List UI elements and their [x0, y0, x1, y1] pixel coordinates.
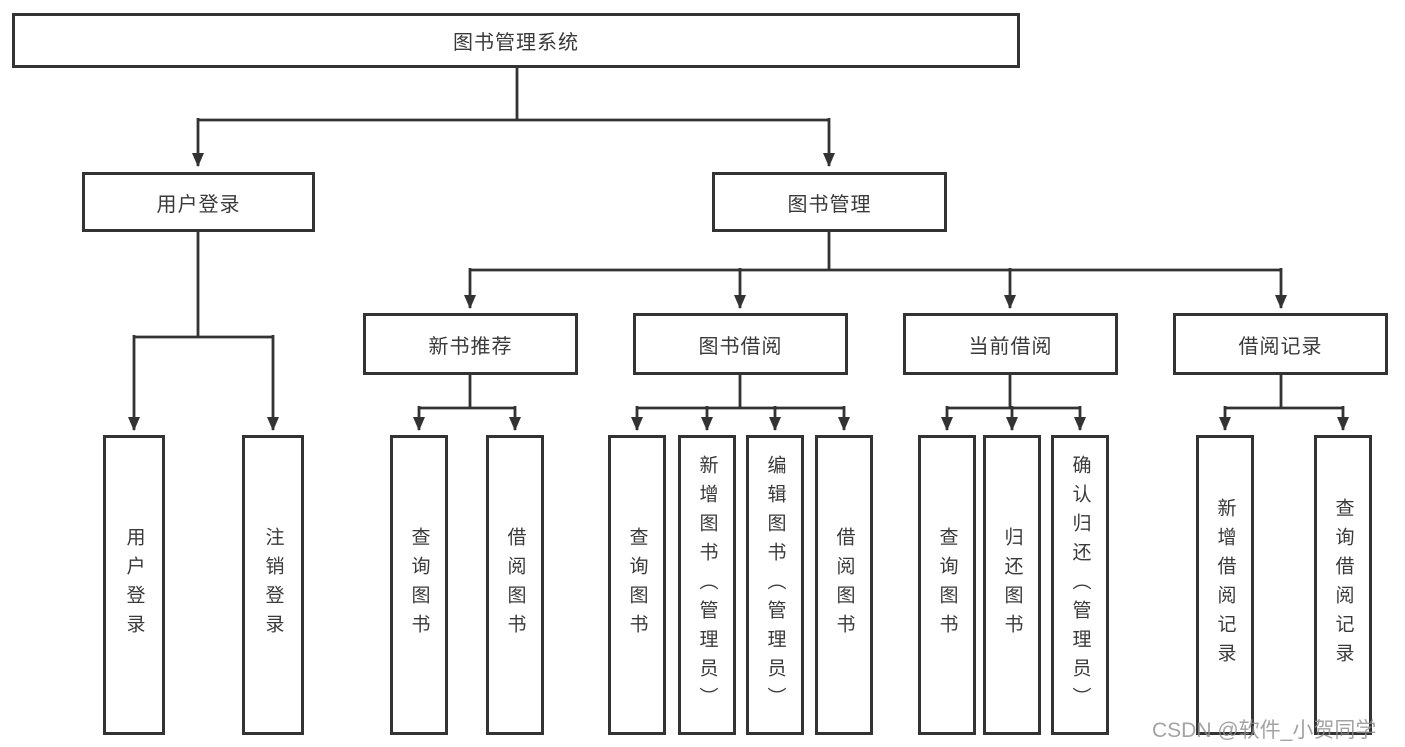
leaf-user-login: 用户登录	[103, 435, 165, 735]
leaf-query-book-3-label: 查询图书	[936, 527, 958, 643]
leaf-user-login-label: 用户登录	[123, 527, 145, 643]
leaf-add-borrow-record-label: 新增借阅记录	[1214, 498, 1236, 672]
leaf-logout-label: 注销登录	[262, 527, 284, 643]
leaf-add-book-admin: 新增图书（管理员）	[678, 435, 736, 735]
leaf-borrow-book-1-label: 借阅图书	[504, 527, 526, 643]
node-user-login-label: 用户登录	[156, 193, 241, 216]
node-user-login: 用户登录	[82, 172, 315, 232]
leaf-query-book-2-label: 查询图书	[626, 527, 648, 643]
node-root: 图书管理系统	[12, 13, 1020, 68]
leaf-return-book-label: 归还图书	[1001, 527, 1023, 643]
node-borrow-record-label: 借阅记录	[1238, 335, 1323, 358]
leaf-edit-book-admin-label: 编辑图书（管理员）	[764, 454, 786, 716]
node-book-borrow-label: 图书借阅	[698, 335, 783, 358]
node-new-book-recommend: 新书推荐	[363, 313, 578, 375]
leaf-add-borrow-record: 新增借阅记录	[1196, 435, 1254, 735]
leaf-confirm-return-admin-label: 确认归还（管理员）	[1069, 454, 1091, 716]
leaf-logout: 注销登录	[242, 435, 304, 735]
leaf-borrow-book-2-label: 借阅图书	[833, 527, 855, 643]
node-book-borrow: 图书借阅	[633, 313, 848, 375]
leaf-add-book-admin-label: 新增图书（管理员）	[696, 454, 718, 716]
leaf-borrow-book-1: 借阅图书	[486, 435, 544, 735]
leaf-borrow-book-2: 借阅图书	[815, 435, 873, 735]
leaf-query-book-1: 查询图书	[390, 435, 448, 735]
node-book-management: 图书管理	[712, 172, 947, 232]
leaf-query-book-2: 查询图书	[608, 435, 666, 735]
leaf-query-book-1-label: 查询图书	[408, 527, 430, 643]
node-borrow-record: 借阅记录	[1173, 313, 1388, 375]
leaf-edit-book-admin: 编辑图书（管理员）	[746, 435, 804, 735]
leaf-query-borrow-record-label: 查询借阅记录	[1332, 498, 1354, 672]
node-root-label: 图书管理系统	[453, 32, 579, 54]
node-current-borrow-label: 当前借阅	[968, 335, 1053, 358]
leaf-query-book-3: 查询图书	[918, 435, 976, 735]
node-new-book-recommend-label: 新书推荐	[428, 335, 513, 358]
csdn-watermark: CSDN @软件_小贺同学	[1152, 719, 1377, 742]
node-book-management-label: 图书管理	[787, 193, 872, 216]
leaf-query-borrow-record: 查询借阅记录	[1314, 435, 1372, 735]
leaf-return-book: 归还图书	[983, 435, 1041, 735]
node-current-borrow: 当前借阅	[903, 313, 1118, 375]
leaf-confirm-return-admin: 确认归还（管理员）	[1051, 435, 1109, 735]
